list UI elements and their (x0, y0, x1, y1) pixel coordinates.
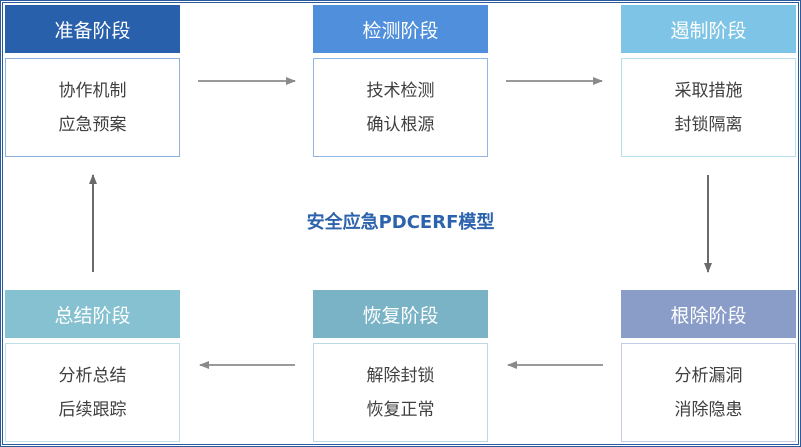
stage-body: 分析总结 后续跟踪 (5, 343, 180, 442)
stage-header: 准备阶段 (5, 5, 180, 53)
stage-header: 根除阶段 (621, 290, 796, 338)
diagram-title: 安全应急PDCERF模型 (306, 212, 495, 233)
stage-item: 确认根源 (366, 114, 435, 135)
stage-header: 恢复阶段 (313, 290, 488, 338)
stage-item: 封锁隔离 (674, 114, 743, 135)
stage-body: 分析漏洞 消除隐患 (621, 343, 796, 442)
stage-item: 分析漏洞 (674, 365, 743, 386)
stage-item: 协作机制 (58, 80, 127, 101)
stage-item: 消除隐患 (674, 399, 743, 420)
stage-item: 分析总结 (58, 365, 127, 386)
stage-body: 解除封锁 恢复正常 (313, 343, 488, 442)
stage-header: 检测阶段 (313, 5, 488, 53)
stage-item: 恢复正常 (366, 399, 435, 420)
stage-item: 解除封锁 (366, 365, 435, 386)
stage-item: 技术检测 (366, 80, 435, 101)
stage-header: 总结阶段 (5, 290, 180, 338)
stage-item: 应急预案 (58, 114, 127, 135)
stage-body: 采取措施 封锁隔离 (621, 58, 796, 157)
stage-body: 协作机制 应急预案 (5, 58, 180, 157)
stage-header: 遏制阶段 (621, 5, 796, 53)
stage-body: 技术检测 确认根源 (313, 58, 488, 157)
stage-item: 后续跟踪 (58, 399, 127, 420)
stage-item: 采取措施 (674, 80, 743, 101)
